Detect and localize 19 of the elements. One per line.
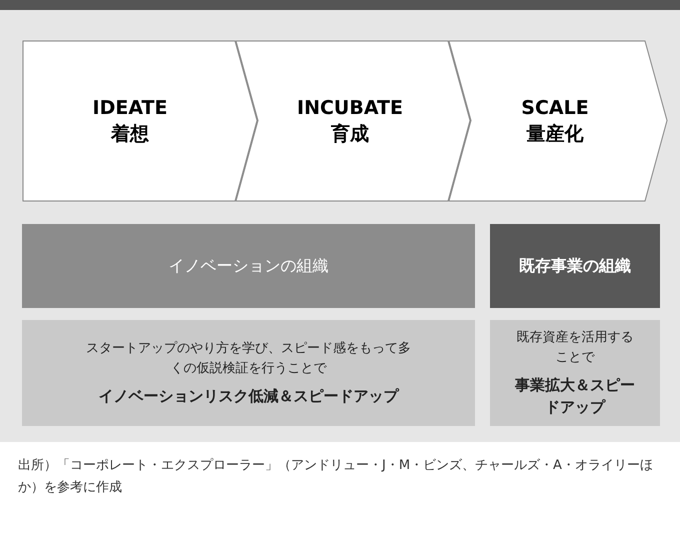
stage-subtitle: 量産化 <box>526 122 584 147</box>
stage-step <box>235 40 471 202</box>
source-note: 出所）「コーポレート・エクスプローラー」（アンドリュー・J・M・ビンズ、チャールズ・A・オライリーほか）を参考に作成 <box>18 457 654 497</box>
organization-bar <box>22 224 475 308</box>
description-text: 既存資産を活用することで <box>516 329 634 367</box>
stage-title: INCUBATE <box>297 96 403 121</box>
stage-subtitle: 着想 <box>111 122 149 147</box>
organization-label: イノベーションの組織 <box>168 256 328 276</box>
result-text: 事業拡大＆スピードアップ <box>514 375 636 418</box>
stage-title: SCALE <box>521 96 589 121</box>
result-text: イノベーションリスク低減＆スピードアップ <box>98 386 398 407</box>
stage-title: IDEATE <box>92 96 168 121</box>
stage-step <box>22 40 258 202</box>
stage-subtitle: 育成 <box>331 122 369 147</box>
description-text: スタートアップのやり方を学び、スピード感をもって多くの仮説検証を行うことで <box>85 340 412 378</box>
description-panel <box>490 320 660 426</box>
organization-label: 既存事業の組織 <box>519 256 631 276</box>
description-panel <box>22 320 475 426</box>
organization-bar <box>490 224 660 308</box>
